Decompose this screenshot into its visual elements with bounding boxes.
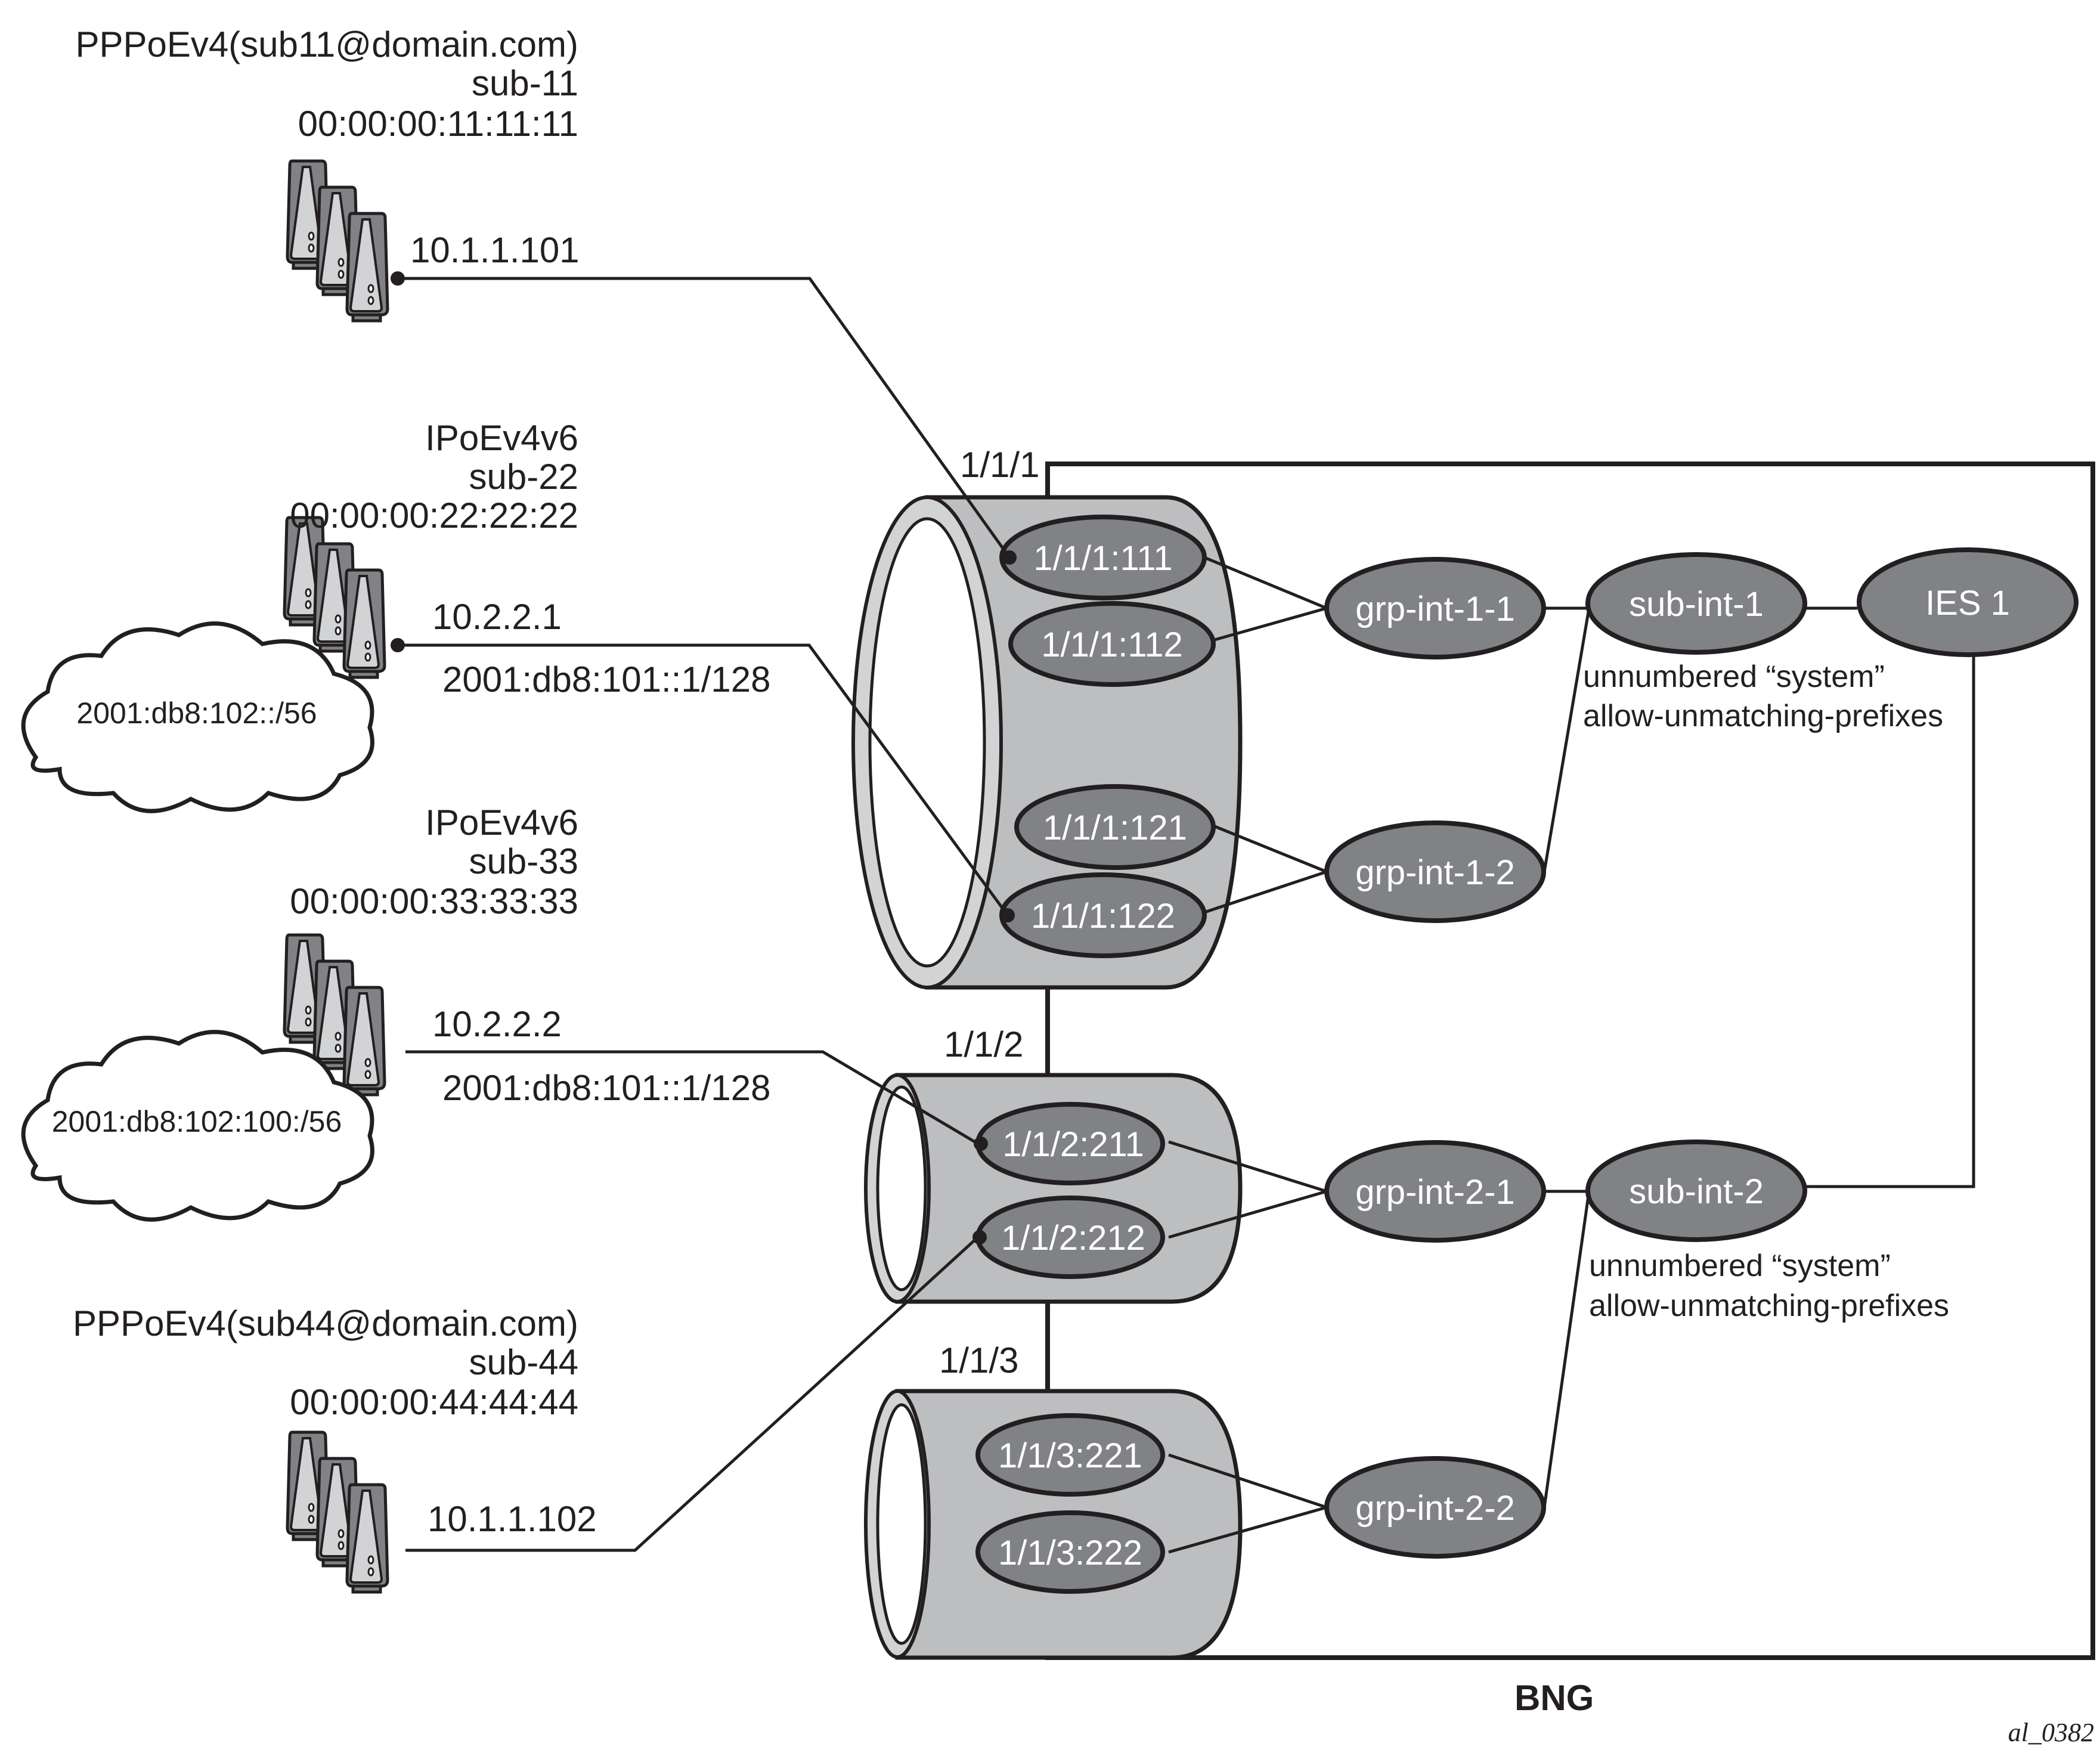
subscriber-interface-label: sub-int-2	[1629, 1172, 1764, 1211]
sub-int-1-note-line1: unnumbered “system”	[1583, 659, 1885, 694]
sub-int-2-note-line2: allow-unmatching-prefixes	[1589, 1289, 1949, 1323]
sap-label: 1/1/1:111	[1033, 539, 1172, 578]
sap-1-1-1-121[interactable]: 1/1/1:121	[1014, 784, 1216, 870]
group-interface-label: grp-int-2-1	[1355, 1173, 1515, 1212]
sap-1-1-2-212[interactable]: 1/1/2:212	[975, 1196, 1165, 1279]
group-interface-1-1[interactable]: grp-int-1-1	[1324, 557, 1546, 659]
sap-1-1-3-222[interactable]: 1/1/3:222	[975, 1510, 1165, 1594]
cloud-prefix-label: 2001:db8:102::/56	[76, 696, 317, 730]
sap-label: 1/1/1:122	[1031, 897, 1175, 936]
subscriber-interface-1[interactable]: sub-int-1	[1585, 552, 1807, 655]
sub-int-2-note-line1: unnumbered “system”	[1589, 1249, 1891, 1283]
cloud-sub22-prefix: 2001:db8:102::/56	[21, 621, 374, 813]
subscriber-mac: 00:00:00:33:33:33	[290, 881, 578, 921]
link-dot-sap-111	[1002, 550, 1017, 565]
sap-1-1-1-111[interactable]: 1/1/1:111	[999, 515, 1207, 600]
subscriber-ipv4: 10.2.2.1	[432, 597, 562, 637]
port-label-1-1-2: 1/1/2	[944, 1024, 1023, 1064]
sap-label: 1/1/2:212	[1001, 1219, 1145, 1258]
subscriber-links	[398, 277, 1011, 1552]
sap-1-1-2-211[interactable]: 1/1/2:211	[975, 1102, 1165, 1185]
subscriber-interface-label: sub-int-1	[1629, 585, 1764, 624]
service-ies-1[interactable]: IES 1	[1857, 547, 2079, 657]
cpe-icon-sub11	[287, 161, 388, 321]
subscriber-protocol: PPPoEv4(sub44@domain.com)	[73, 1303, 578, 1343]
subscriber-name: sub-11	[472, 63, 578, 103]
sap-1-1-1-122[interactable]: 1/1/1:122	[999, 872, 1207, 958]
link-dot-sub11-cpe	[391, 271, 405, 286]
link-dot-sap-212	[972, 1230, 987, 1244]
subscriber-protocol: IPoEv4v6	[425, 418, 578, 458]
subscriber-mac: 00:00:00:22:22:22	[290, 496, 578, 535]
subscriber-ipv4: 10.1.1.101	[410, 230, 580, 270]
bng-label: BNG	[1514, 1678, 1594, 1718]
sap-1-1-3-221[interactable]: 1/1/3:221	[975, 1413, 1165, 1497]
subscriber-ipv6: 2001:db8:101::1/128	[442, 659, 771, 699]
group-interface-1-2[interactable]: grp-int-1-2	[1324, 820, 1546, 923]
figure-id: al_0382	[2008, 1718, 2094, 1747]
sap-label: 1/1/3:221	[998, 1436, 1142, 1475]
group-interface-2-2[interactable]: grp-int-2-2	[1324, 1456, 1546, 1559]
group-interface-2-1[interactable]: grp-int-2-1	[1324, 1140, 1546, 1243]
subscriber-mac: 00:00:00:44:44:44	[290, 1382, 578, 1422]
group-interface-label: grp-int-2-2	[1355, 1489, 1515, 1528]
link-dot-sub22-cpe	[391, 638, 405, 652]
group-interface-label: grp-int-1-2	[1355, 853, 1515, 892]
internal-links	[1168, 556, 1975, 1554]
subscriber-protocol: PPPoEv4(sub11@domain.com)	[75, 24, 578, 64]
sap-label: 1/1/1:121	[1043, 809, 1187, 847]
service-label: IES 1	[1925, 584, 2010, 623]
link-dot-sap-211	[974, 1136, 988, 1151]
group-interface-label: grp-int-1-1	[1355, 590, 1515, 628]
subscriber-name: sub-44	[469, 1342, 578, 1382]
sub-int-1-note-line2: allow-unmatching-prefixes	[1583, 699, 1943, 733]
subscriber-mac: 00:00:00:11:11:11	[298, 104, 578, 144]
port-label-1-1-3: 1/1/3	[939, 1340, 1018, 1380]
cpe-icon-sub44	[287, 1432, 388, 1592]
link-dot-sap-122	[1001, 908, 1015, 922]
subscriber-sub11-labels: PPPoEv4(sub11@domain.com) sub-11 00:00:0…	[75, 24, 579, 270]
sap-label: 1/1/1:112	[1041, 625, 1183, 664]
subscriber-sub33-labels: IPoEv4v6 sub-33 00:00:00:33:33:33 10.2.2…	[290, 803, 770, 1108]
port-label-1-1-1: 1/1/1	[960, 445, 1039, 485]
subscriber-name: sub-22	[469, 457, 578, 497]
subscriber-ipv4: 10.1.1.102	[428, 1499, 597, 1539]
subscriber-sub44-labels: PPPoEv4(sub44@domain.com) sub-44 00:00:0…	[73, 1303, 597, 1539]
cloud-sub33-prefix: 2001:db8:102:100:/56	[21, 1030, 374, 1222]
subscriber-protocol: IPoEv4v6	[425, 803, 578, 843]
cloud-prefix-label: 2001:db8:102:100:/56	[52, 1105, 342, 1138]
sap-label: 1/1/2:211	[1002, 1125, 1144, 1164]
subscriber-ipv6: 2001:db8:101::1/128	[442, 1068, 771, 1108]
subscriber-name: sub-33	[469, 841, 578, 881]
subscriber-sub22-labels: IPoEv4v6 sub-22 00:00:00:22:22:22 10.2.2…	[290, 418, 770, 699]
subscriber-interface-2[interactable]: sub-int-2	[1585, 1139, 1807, 1242]
subscriber-ipv4: 10.2.2.2	[432, 1004, 562, 1044]
sap-1-1-1-112[interactable]: 1/1/1:112	[1008, 601, 1216, 687]
sap-label: 1/1/3:222	[998, 1534, 1142, 1572]
